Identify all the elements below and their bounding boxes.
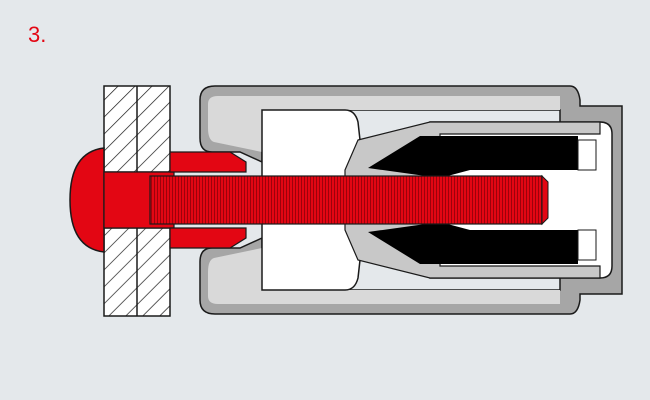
rivet-head	[69, 147, 105, 253]
blind-rivet-nut	[69, 147, 247, 253]
sheet-metal-panels	[103, 85, 171, 317]
jaw-upper	[368, 136, 578, 178]
mandrel-thread	[149, 175, 543, 225]
jaw-insert-lower	[577, 229, 597, 261]
threaded-mandrel	[149, 174, 549, 226]
mandrel-tip	[541, 174, 549, 226]
collet-jaws	[368, 136, 597, 264]
step-number-label: 3.	[28, 22, 47, 47]
rivet-collar-lower	[169, 227, 247, 249]
jaw-insert-upper	[577, 139, 597, 171]
rivet-collar-upper	[169, 151, 247, 173]
jaw-lower	[368, 222, 578, 264]
